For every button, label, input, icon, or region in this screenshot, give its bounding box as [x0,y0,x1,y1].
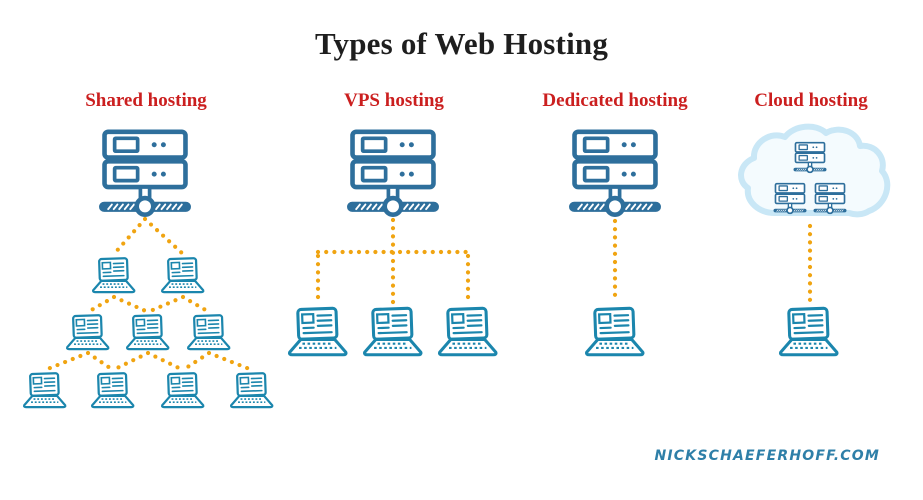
laptop-icon [160,372,205,409]
mini-server-icon [812,182,848,215]
laptop-icon [287,306,348,357]
connector-dotted-lines [315,217,471,305]
laptop-icon [585,306,645,357]
shared-hosting-diagram [22,132,274,409]
laptop-icon [125,314,170,351]
laptop-icon [65,314,110,351]
laptop-icon [437,306,498,357]
laptop-icon [186,314,231,351]
column-label-dedicated: Dedicated hosting [542,90,688,111]
laptop-icon [91,257,136,294]
server-icon [569,132,661,215]
cloud-hosting-diagram [741,127,887,357]
server-icon [347,132,439,215]
laptop-icon [22,372,67,409]
connector-dotted-lines [42,216,255,373]
laptop-icon [160,257,205,294]
laptop-icon [362,306,423,357]
mini-server-icon [792,141,828,174]
vps-hosting-diagram [287,132,498,357]
column-label-shared: Shared hosting [85,90,207,111]
laptop-icon [779,306,839,357]
column-label-vps: VPS hosting [344,90,444,111]
watermark: NICKSCHAEFERHOFF.COM [654,448,880,464]
server-icon [99,132,191,215]
laptop-icon [90,372,135,409]
column-label-cloud: Cloud hosting [754,90,868,111]
mini-server-icon [772,182,808,215]
laptop-icon [229,372,274,409]
dedicated-hosting-diagram [569,132,661,357]
page-title: Types of Web Hosting [314,26,609,61]
